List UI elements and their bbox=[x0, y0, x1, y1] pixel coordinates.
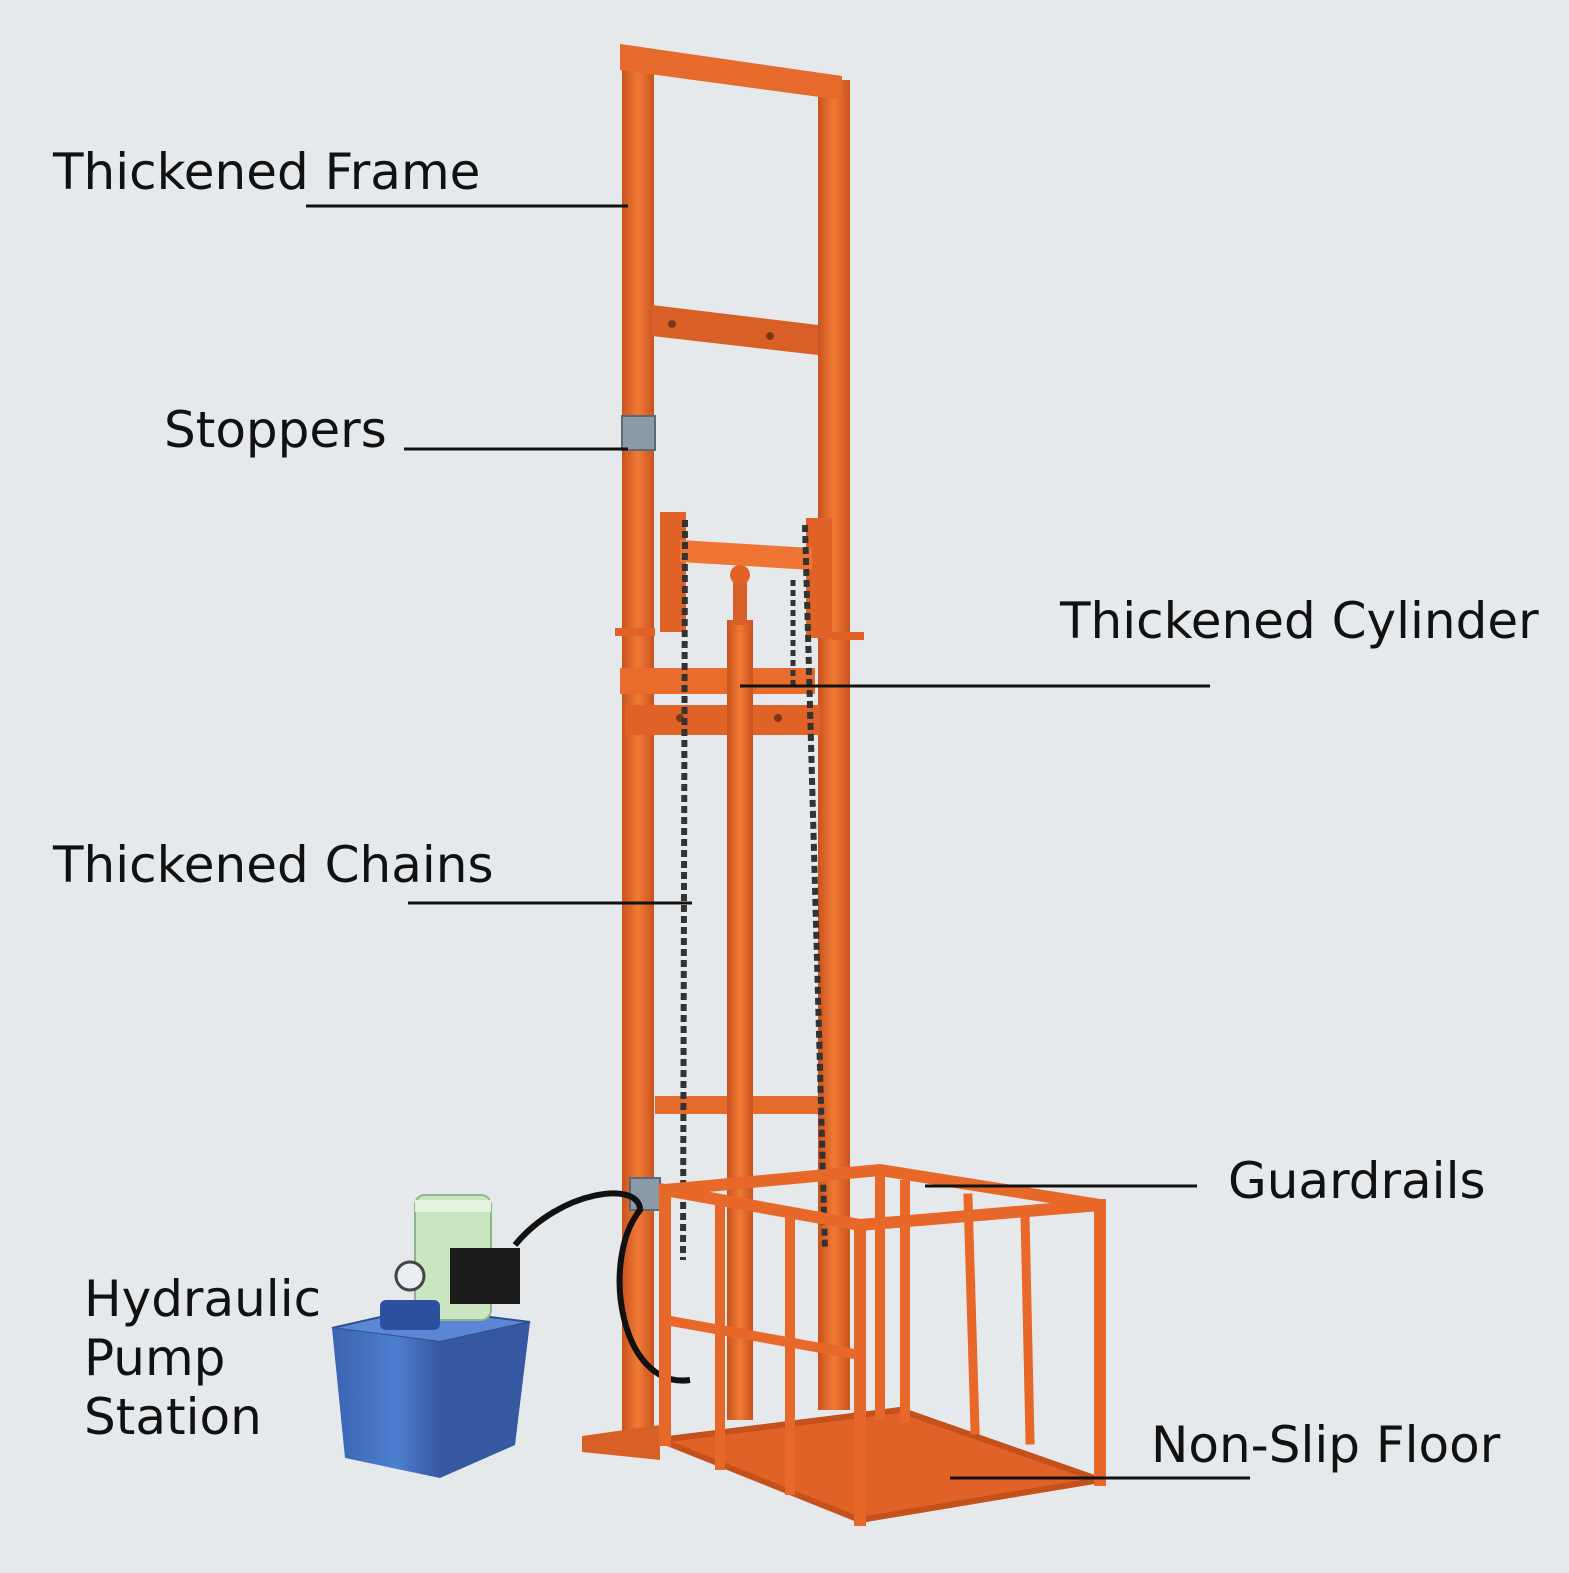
guardrail-cage bbox=[658, 1163, 1106, 1526]
hydraulic-hose bbox=[512, 1190, 691, 1384]
label-guardrails: Guardrails bbox=[1228, 1152, 1486, 1210]
label-thickened-chains: Thickened Chains bbox=[53, 836, 494, 894]
lift-frame bbox=[582, 44, 850, 1460]
label-pump-line-2: Pump bbox=[84, 1329, 226, 1387]
label-hydraulic-pump-station: Hydraulic Pump Station bbox=[84, 1270, 344, 1447]
pump-station bbox=[331, 1194, 531, 1478]
label-non-slip-floor: Non-Slip Floor bbox=[1151, 1416, 1501, 1474]
label-stoppers: Stoppers bbox=[164, 401, 387, 459]
label-pump-line-1: Hydraulic bbox=[84, 1270, 322, 1328]
stopper-blocks bbox=[621, 415, 661, 1211]
hydraulic-cylinder bbox=[727, 565, 753, 1420]
label-pump-line-3: Station bbox=[84, 1388, 262, 1446]
label-thickened-cylinder: Thickened Cylinder bbox=[1060, 592, 1539, 650]
carriage bbox=[615, 512, 864, 735]
label-thickened-frame: Thickened Frame bbox=[53, 143, 481, 201]
chains bbox=[680, 519, 828, 1261]
leader-lines bbox=[306, 204, 1250, 1480]
